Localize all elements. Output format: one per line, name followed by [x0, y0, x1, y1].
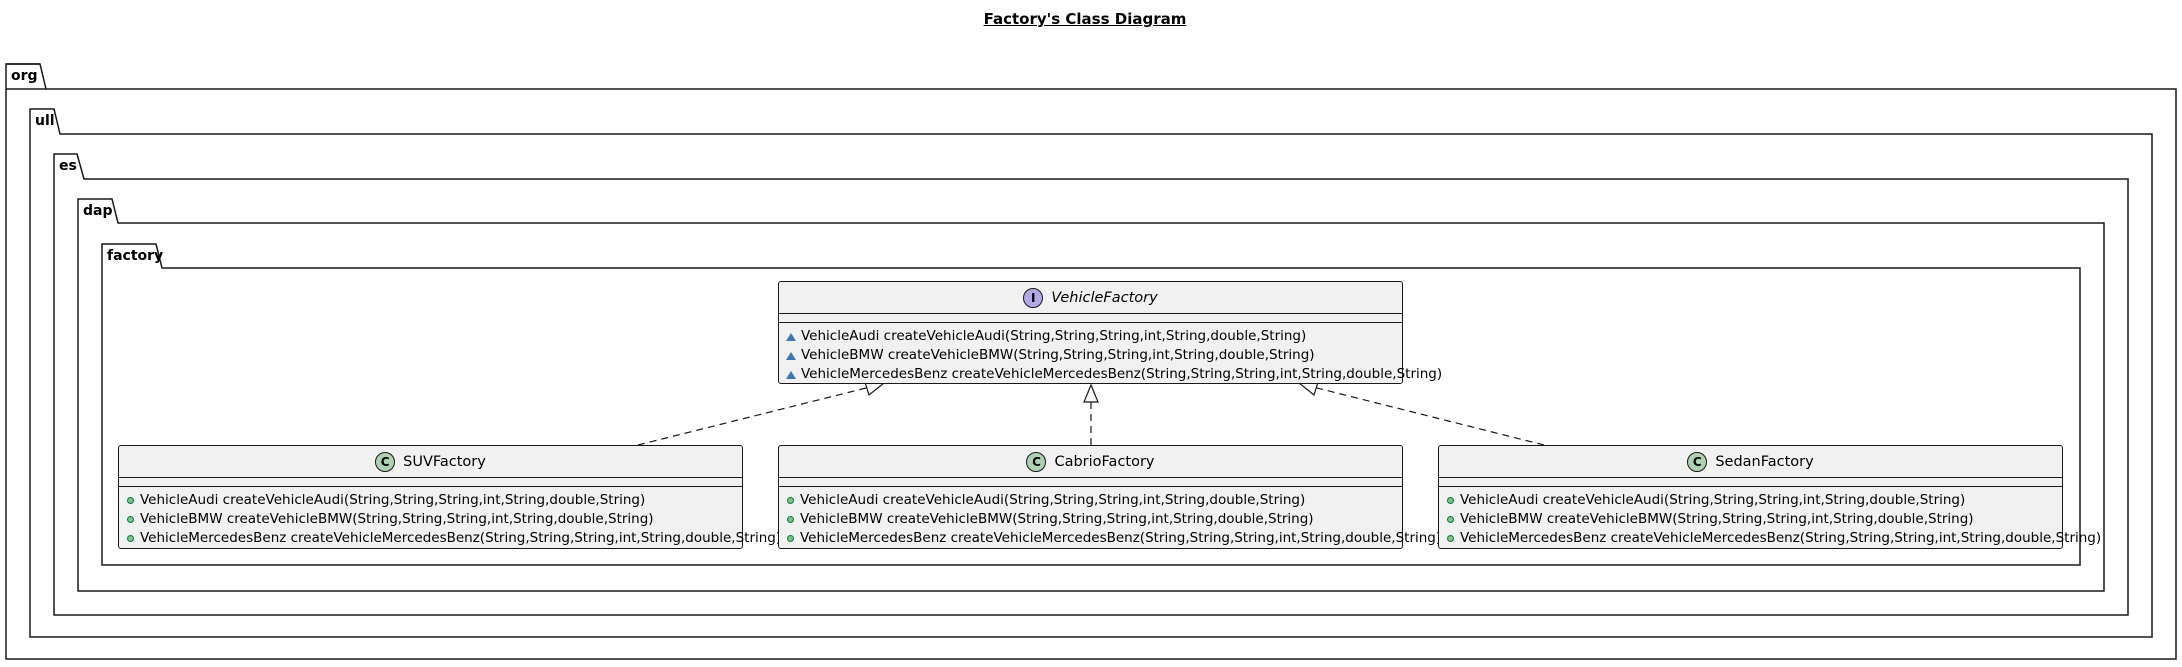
- method-signature: VehicleAudi createVehicleAudi(String,Str…: [1460, 492, 1966, 508]
- public-visibility-icon: [787, 535, 794, 542]
- methods-compartment: VehicleAudi createVehicleAudi(String,Str…: [779, 323, 1442, 384]
- class-stereotype-icon: C: [1026, 451, 1047, 472]
- method-row: VehicleMercedesBenz createVehicleMercede…: [1439, 529, 2101, 548]
- class-name: CabrioFactory: [1054, 453, 1155, 470]
- method-row: VehicleMercedesBenz createVehicleMercede…: [119, 529, 781, 548]
- methods-compartment: VehicleAudi createVehicleAudi(String,Str…: [779, 487, 1441, 548]
- method-row: VehicleAudi createVehicleAudi(String,Str…: [779, 327, 1402, 346]
- package-label-dap: dap: [83, 203, 113, 219]
- package-visibility-icon: [786, 370, 796, 379]
- method-signature: VehicleAudi createVehicleAudi(String,Str…: [800, 492, 1306, 508]
- class-name: SUVFactory: [403, 453, 486, 470]
- realization-head-cabrio: [1083, 383, 1099, 403]
- method-signature: VehicleMercedesBenz createVehicleMercede…: [140, 530, 782, 546]
- method-row: VehicleBMW createVehicleBMW(String,Strin…: [1439, 510, 2062, 529]
- method-signature: VehicleMercedesBenz createVehicleMercede…: [800, 530, 1442, 546]
- interface-vehiclefactory[interactable]: I VehicleFactory VehicleAudi createVehic…: [778, 281, 1442, 384]
- package-label-es: es: [59, 158, 77, 174]
- attributes-compartment: [779, 314, 1402, 323]
- package-visibility-icon: [786, 332, 796, 341]
- realization-line-sedan: [1308, 385, 1545, 446]
- method-signature: VehicleMercedesBenz createVehicleMercede…: [801, 366, 1443, 382]
- package-label-org: org: [11, 68, 38, 84]
- diagram-title: Factory's Class Diagram: [983, 10, 1187, 28]
- public-visibility-icon: [787, 516, 794, 523]
- method-signature: VehicleBMW createVehicleBMW(String,Strin…: [140, 511, 654, 527]
- method-row: VehicleBMW createVehicleBMW(String,Strin…: [119, 510, 742, 529]
- public-visibility-icon: [127, 535, 134, 542]
- methods-compartment: VehicleAudi createVehicleAudi(String,Str…: [119, 487, 781, 548]
- package-label-factory: factory: [107, 248, 164, 264]
- public-visibility-icon: [127, 497, 134, 504]
- class-sedanfactory[interactable]: C SedanFactory VehicleAudi createVehicle…: [1438, 445, 2101, 549]
- class-cabriofactory[interactable]: C CabrioFactory VehicleAudi createVehicl…: [778, 445, 1441, 549]
- method-signature: VehicleAudi createVehicleAudi(String,Str…: [140, 492, 646, 508]
- attributes-compartment: [119, 478, 742, 487]
- realization-line-suv: [637, 385, 875, 446]
- package-visibility-icon: [786, 351, 796, 360]
- package-ull-frame: [29, 108, 2153, 638]
- method-signature: VehicleBMW createVehicleBMW(String,Strin…: [1460, 511, 1974, 527]
- method-row: VehicleBMW createVehicleBMW(String,Strin…: [779, 510, 1402, 529]
- method-signature: VehicleMercedesBenz createVehicleMercede…: [1460, 530, 2102, 546]
- package-es-frame: [53, 153, 2129, 616]
- interface-stereotype-icon: I: [1023, 287, 1044, 308]
- class-stereotype-icon: C: [1687, 451, 1708, 472]
- class-name: SedanFactory: [1715, 453, 1814, 470]
- public-visibility-icon: [1447, 516, 1454, 523]
- method-signature: VehicleBMW createVehicleBMW(String,Strin…: [800, 511, 1314, 527]
- method-row: VehicleMercedesBenz createVehicleMercede…: [779, 365, 1442, 384]
- method-row: VehicleAudi createVehicleAudi(String,Str…: [779, 491, 1402, 510]
- public-visibility-icon: [1447, 535, 1454, 542]
- method-row: VehicleAudi createVehicleAudi(String,Str…: [119, 491, 742, 510]
- class-header: I VehicleFactory: [779, 282, 1402, 314]
- package-dap-frame: [77, 198, 2105, 592]
- public-visibility-icon: [127, 516, 134, 523]
- method-row: VehicleAudi createVehicleAudi(String,Str…: [1439, 491, 2062, 510]
- public-visibility-icon: [1447, 497, 1454, 504]
- class-suvfactory[interactable]: C SUVFactory VehicleAudi createVehicleAu…: [118, 445, 781, 549]
- class-header: C SedanFactory: [1439, 446, 2062, 478]
- method-row: VehicleMercedesBenz createVehicleMercede…: [779, 529, 1441, 548]
- method-signature: VehicleAudi createVehicleAudi(String,Str…: [801, 328, 1307, 344]
- class-header: C SUVFactory: [119, 446, 742, 478]
- class-stereotype-icon: C: [375, 451, 396, 472]
- class-header: C CabrioFactory: [779, 446, 1402, 478]
- methods-compartment: VehicleAudi createVehicleAudi(String,Str…: [1439, 487, 2101, 548]
- attributes-compartment: [1439, 478, 2062, 487]
- attributes-compartment: [779, 478, 1402, 487]
- interface-name: VehicleFactory: [1051, 289, 1158, 306]
- method-row: VehicleBMW createVehicleBMW(String,Strin…: [779, 346, 1402, 365]
- public-visibility-icon: [787, 497, 794, 504]
- package-label-ull: ull: [35, 113, 55, 129]
- method-signature: VehicleBMW createVehicleBMW(String,Strin…: [801, 347, 1315, 363]
- package-factory-frame: [101, 243, 2081, 566]
